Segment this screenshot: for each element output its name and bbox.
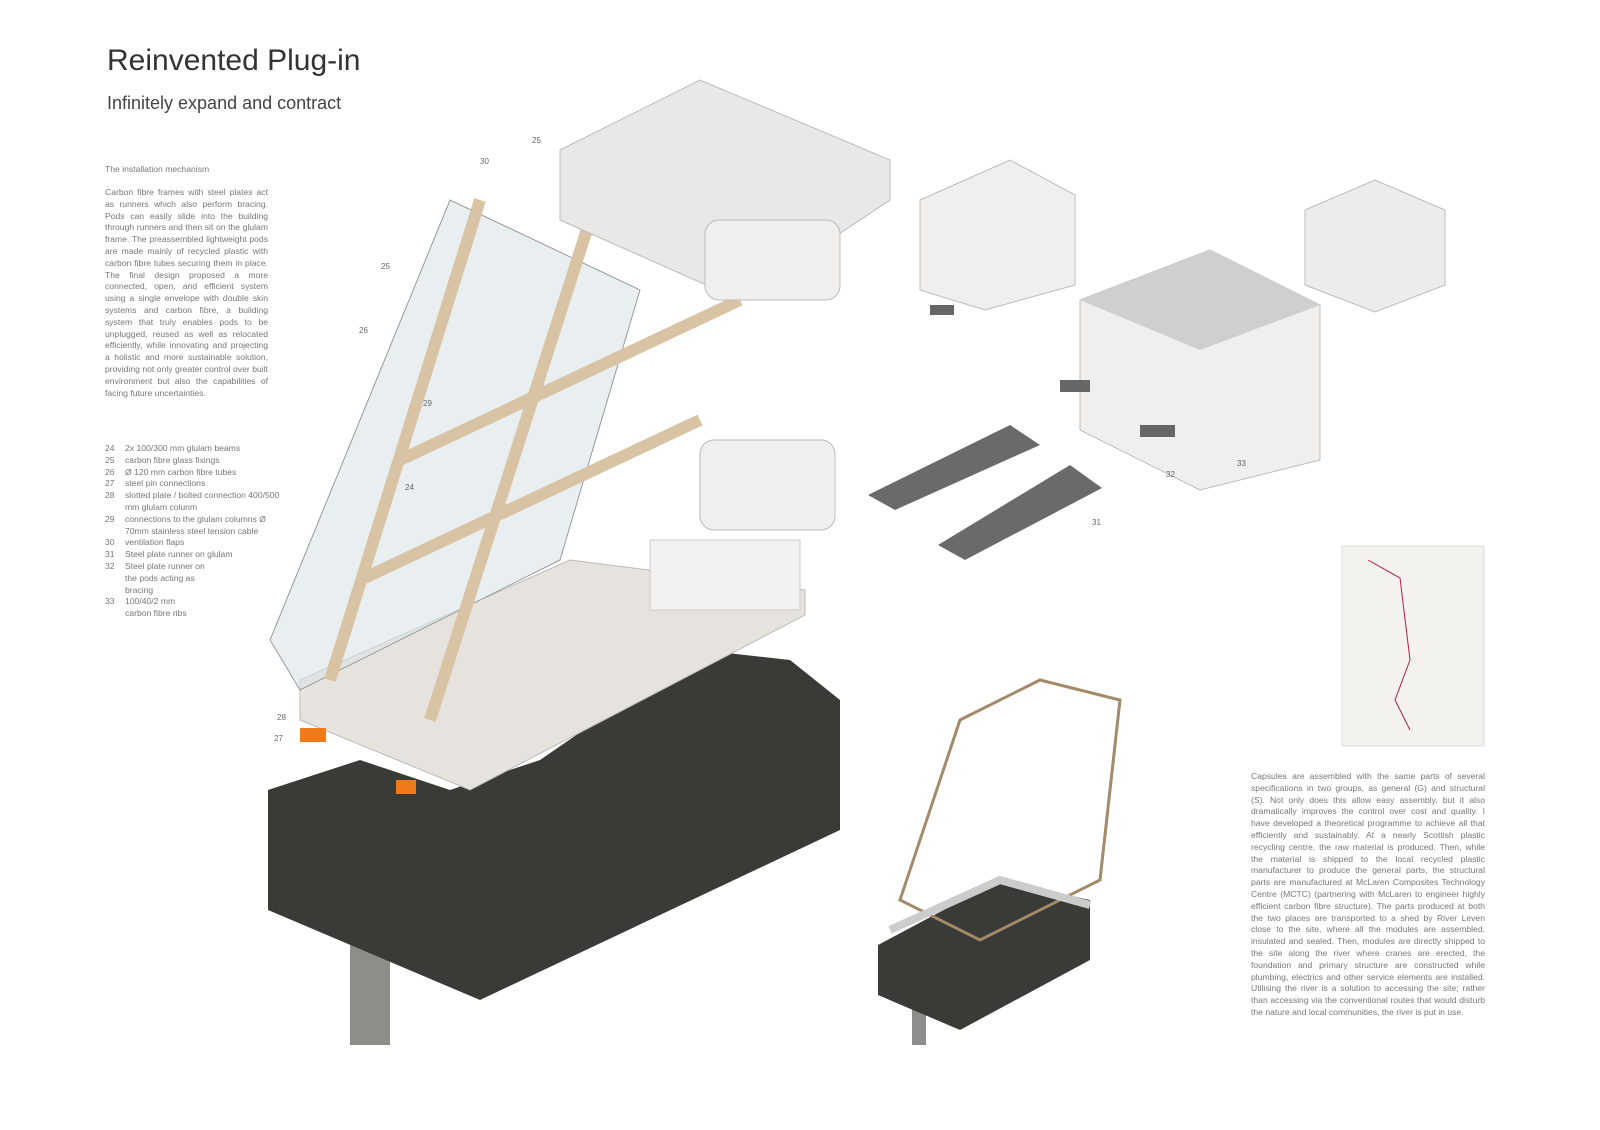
callout-number: 26: [359, 326, 368, 335]
steel-plate-runner: [938, 465, 1102, 560]
callout-number: 31: [1092, 518, 1101, 527]
exploded-pod-small: [919, 159, 1076, 315]
main-foundation-base: [268, 650, 840, 1045]
mechanism-heading: The installation mechanism: [105, 164, 210, 174]
callout-number: 30: [480, 157, 489, 166]
callout-number: 27: [274, 734, 283, 743]
building-pods: [559, 79, 891, 611]
structural-model-small: [878, 678, 1122, 1045]
callout-number: 28: [277, 713, 286, 722]
hand-sketch: [1341, 545, 1485, 747]
callout-number: 24: [405, 483, 414, 492]
callout-number: 32: [1166, 470, 1175, 479]
floor-slab: [299, 559, 806, 791]
callout-number: 29: [423, 399, 432, 408]
callout-number: 25: [381, 262, 390, 271]
page-title: Reinvented Plug-in: [107, 44, 361, 77]
mechanism-text: Carbon fibre frames with steel plates ac…: [105, 187, 268, 398]
callout-number: 25: [532, 136, 541, 145]
steel-plate-runner: [868, 425, 1040, 510]
steel-pin-connection: [396, 780, 416, 794]
callout-number: 33: [1237, 459, 1246, 468]
glulam-frame: [324, 198, 743, 722]
exploded-pod-module: [1304, 179, 1446, 313]
exploded-pod-large: [1060, 249, 1321, 491]
steel-pin-connection: [300, 728, 326, 742]
sketch-route-line: [1367, 559, 1411, 731]
capsules-text: Capsules are assembled with the same par…: [1251, 771, 1485, 1017]
page-subtitle: Infinitely expand and contract: [107, 93, 342, 113]
